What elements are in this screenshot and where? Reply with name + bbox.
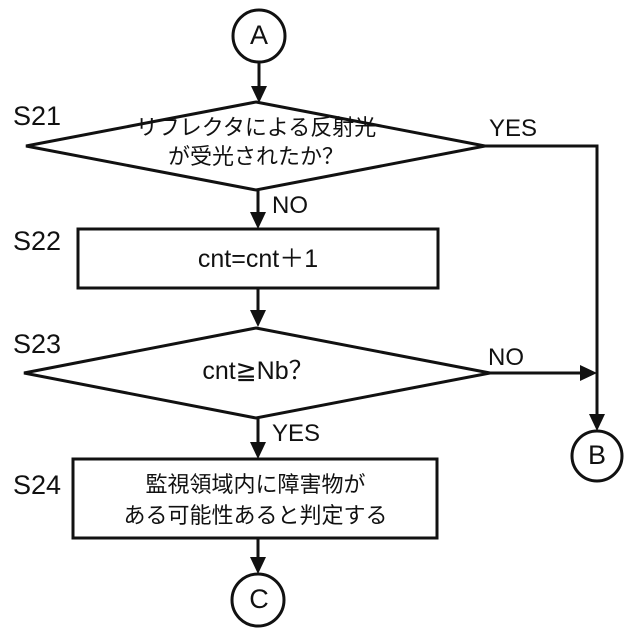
connector-circle-c xyxy=(230,572,286,628)
branch-label-s23-no: NO xyxy=(488,344,524,371)
step-label-s23: S23 xyxy=(13,329,62,359)
arrow-head-yes-to-b xyxy=(589,414,605,431)
step-label-s22: S22 xyxy=(13,226,62,256)
decision-s21-text-line2: が受光されたか？ xyxy=(167,145,344,170)
process-s24 xyxy=(71,457,439,540)
step-label-s21: S21 xyxy=(13,101,62,131)
step-label-s24: S24 xyxy=(13,470,62,500)
decision-s23 xyxy=(23,326,491,420)
process-s24-text-line2: ある可能性あると判定する xyxy=(123,504,388,529)
process-s22-text: cnt=cnt＋1 xyxy=(197,245,319,273)
decision-s21 xyxy=(25,100,486,192)
branch-label-s21-no: NO xyxy=(272,192,308,219)
branch-label-s23-yes: YES xyxy=(272,420,321,447)
connector-c-letter: C xyxy=(249,584,269,615)
process-s24-text-line1: 監視領域内に障害物が xyxy=(145,473,366,498)
connector-b-letter: B xyxy=(587,440,606,471)
connector-circle-b xyxy=(570,429,624,483)
decision-s21-text-line1: リフレクタによる反射光 xyxy=(135,116,377,141)
arrow-head-s23-yes xyxy=(250,442,266,459)
branch-label-s21-yes: YES xyxy=(489,115,538,142)
connector-a-letter: A xyxy=(249,20,268,51)
arrow-head-s24-to-c xyxy=(250,557,266,574)
arrow-head-s23-no xyxy=(580,365,597,381)
arrow-head-s22-to-s23 xyxy=(250,310,266,327)
arrow-head-a-to-s21 xyxy=(251,86,267,103)
process-s22 xyxy=(76,227,440,290)
arrow-head-s21-no xyxy=(250,212,266,229)
edge-s21-yes-to-b xyxy=(485,144,599,420)
decision-s23-text: cnt≧Nb？ xyxy=(202,357,314,385)
